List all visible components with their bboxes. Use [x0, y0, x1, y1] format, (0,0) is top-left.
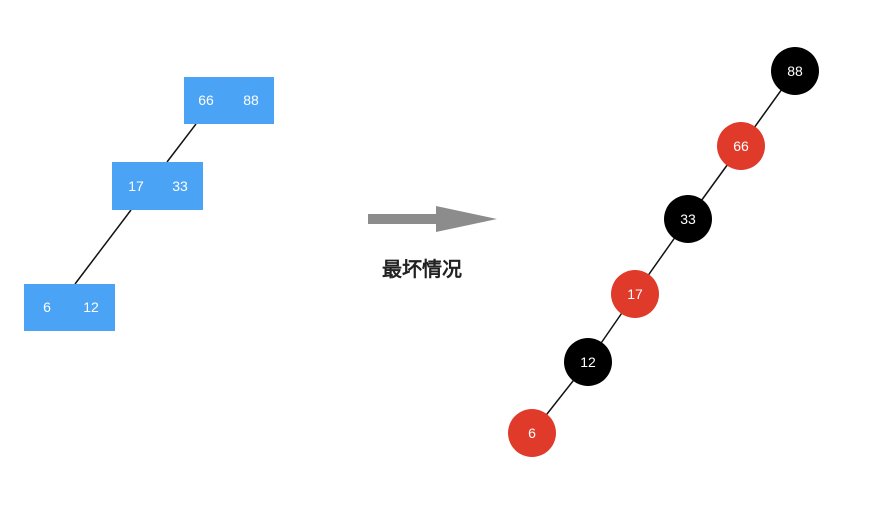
btree-node-leaf: 6 12: [24, 284, 115, 331]
rbtree-node-label: 6: [528, 425, 536, 441]
rbtree-node-black-circle: [771, 47, 819, 95]
btree-key: 6: [43, 299, 51, 315]
rbtree-node-red-circle: [717, 122, 765, 170]
btree-edges: [74, 123, 197, 285]
rbtree-node-red-circle: [611, 270, 659, 318]
btree-key: 12: [83, 299, 99, 315]
rbtree-node: 66: [717, 122, 765, 170]
rbtree-node: 33: [664, 195, 712, 243]
btree-key: 33: [172, 178, 188, 194]
btree-node-box: [24, 284, 115, 331]
btree-node-root: 66 88: [184, 77, 274, 124]
btree-key: 88: [243, 92, 259, 108]
rbtree-node-label: 12: [580, 354, 596, 370]
rbtree-node: 6: [508, 409, 556, 457]
btree-node-box: [112, 162, 203, 210]
rbtree-node-label: 33: [680, 211, 696, 227]
rbtree-node-black-circle: [664, 195, 712, 243]
rbtree-node: 88: [771, 47, 819, 95]
arrow-icon: [368, 206, 497, 232]
btree-key: 66: [198, 92, 214, 108]
btree-node-box: [184, 77, 274, 124]
rbtree-node: 17: [611, 270, 659, 318]
btree-edge-2: [74, 209, 132, 285]
rbtree-node-label: 88: [787, 63, 803, 79]
btree-edge-1: [166, 123, 197, 163]
rbtree-node-red-circle: [508, 409, 556, 457]
rbtree-node-black-circle: [564, 338, 612, 386]
caption-worst-case: 最坏情况: [382, 257, 462, 281]
rbtree-node-label: 66: [733, 138, 749, 154]
rbtree-node-label: 17: [627, 286, 643, 302]
rbtree-node: 12: [564, 338, 612, 386]
btree-node-middle: 17 33: [112, 162, 203, 210]
btree-key: 17: [128, 178, 144, 194]
